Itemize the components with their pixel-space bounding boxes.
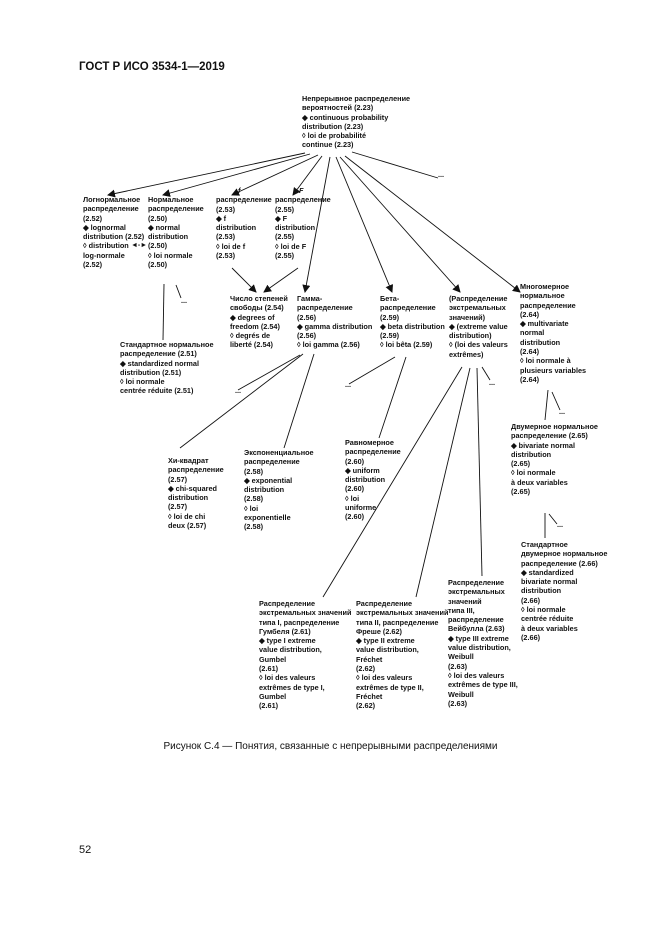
edge-root-normal <box>162 153 311 197</box>
edge-beta-uniform <box>378 356 407 439</box>
document-header: ГОСТ Р ИСО 3534-1—2019 <box>79 61 225 73</box>
edge-f-dof <box>231 267 257 293</box>
edge-multi-bivariate <box>544 389 549 421</box>
ellipsis-gamma: ... <box>235 386 242 395</box>
edge-root-extreme <box>339 156 461 293</box>
edge-root-more <box>351 151 439 179</box>
ellipsis-bivariate: ... <box>557 520 564 529</box>
edge-F-dof <box>263 267 299 293</box>
edge-extreme-more <box>481 366 491 381</box>
figure-caption: Рисунок С.4 — Понятия, связанные с непре… <box>163 741 498 752</box>
ellipsis-extreme: ... <box>489 378 496 387</box>
edge-gamma-exp <box>283 353 315 449</box>
edge-extreme-type3 <box>476 367 483 577</box>
edge-normal-more <box>175 284 182 299</box>
node-gamma-distribution: Гамма-распределение (2.56)◆ gamma distri… <box>297 294 373 350</box>
edge-root-f <box>231 154 319 196</box>
edge-extreme-type2 <box>415 367 471 598</box>
ellipsis-root: ... <box>438 170 445 179</box>
edge-gamma-chi <box>179 353 304 449</box>
ellipsis-normal: ... <box>181 296 188 305</box>
edge-extreme-type1 <box>322 366 463 598</box>
page-number: 52 <box>79 844 92 856</box>
edge-normal-std <box>162 283 165 341</box>
edge-root-lognormal <box>107 152 306 198</box>
edge-root-beta <box>335 156 394 293</box>
double-arrow-icon: ◄-► <box>131 242 148 249</box>
edge-bivariate-more <box>548 513 558 525</box>
edge-root-gamma <box>302 156 331 293</box>
node-beta-distribution: Бета-распределение (2.59)◆ beta distribu… <box>380 294 445 350</box>
edge-multi-more <box>551 391 561 411</box>
edge-root-multivariate <box>344 155 521 293</box>
edge-root-F <box>292 155 323 196</box>
ellipsis-multivariate: ... <box>559 407 566 416</box>
ellipsis-beta: ... <box>345 380 352 389</box>
edge-beta-more <box>348 356 396 385</box>
edge-gamma-more <box>237 354 301 391</box>
